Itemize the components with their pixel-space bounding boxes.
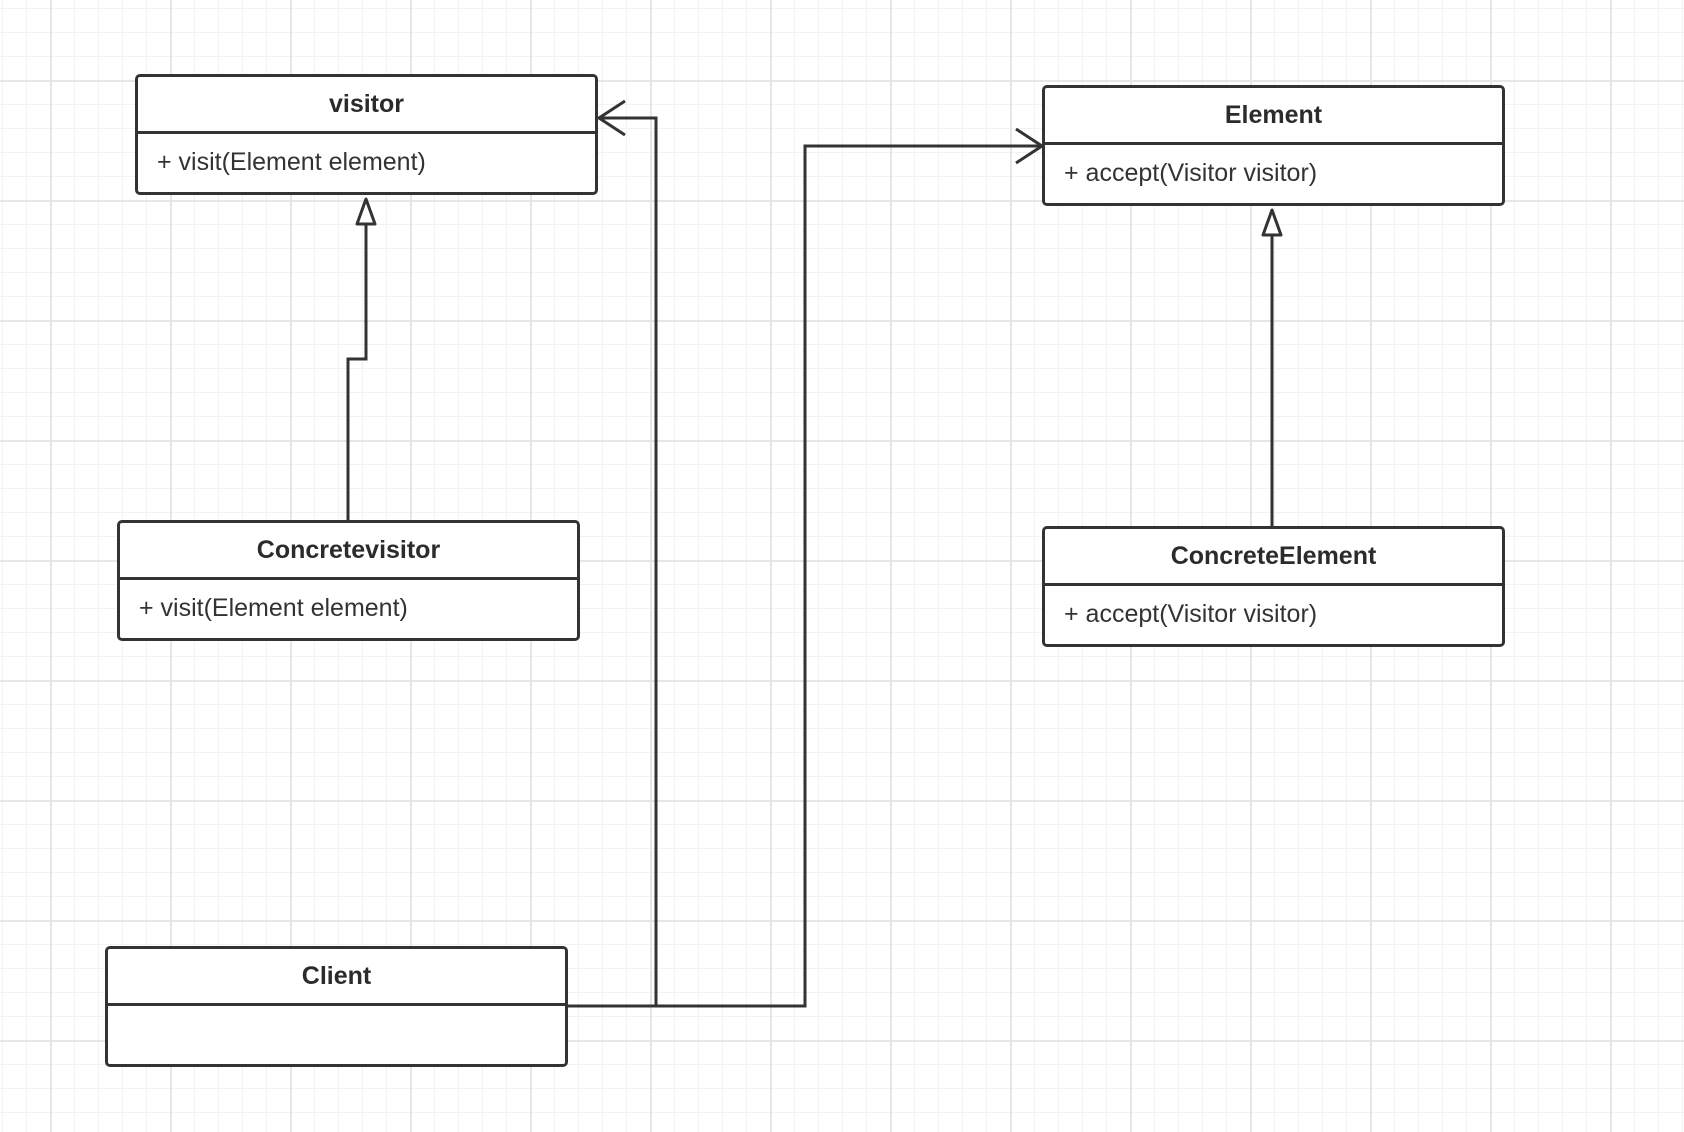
class-method: + visit(Element element) [139,593,408,622]
association-edge-client-visitor[interactable] [566,116,658,1008]
class-method: + visit(Element element) [157,147,426,176]
class-name: visitor [138,77,595,134]
class-name: ConcreteElement [1045,529,1502,586]
class-name: Concretevisitor [120,523,577,580]
class-box-client[interactable]: Client [105,946,568,1067]
class-box-concreteelement[interactable]: ConcreteElement + accept(Visitor visitor… [1042,526,1505,647]
class-box-element[interactable]: Element + accept(Visitor visitor) [1042,85,1505,206]
class-box-visitor[interactable]: visitor + visit(Element element) [135,74,598,195]
hollow-triangle-arrowhead-icon [1261,208,1283,237]
class-method: + accept(Visitor visitor) [1064,599,1318,628]
open-arrowhead-icon [596,99,626,137]
generalization-edge-concretevisitor-visitor[interactable] [346,223,368,520]
class-box-concretevisitor[interactable]: Concretevisitor + visit(Element element) [117,520,580,641]
class-method: + accept(Visitor visitor) [1064,158,1318,187]
class-name: Client [108,949,565,1006]
class-name: Element [1045,88,1502,145]
class-body-empty [108,1006,565,1062]
association-edge-client-element[interactable] [656,144,1042,1008]
hollow-triangle-arrowhead-icon [355,197,377,226]
